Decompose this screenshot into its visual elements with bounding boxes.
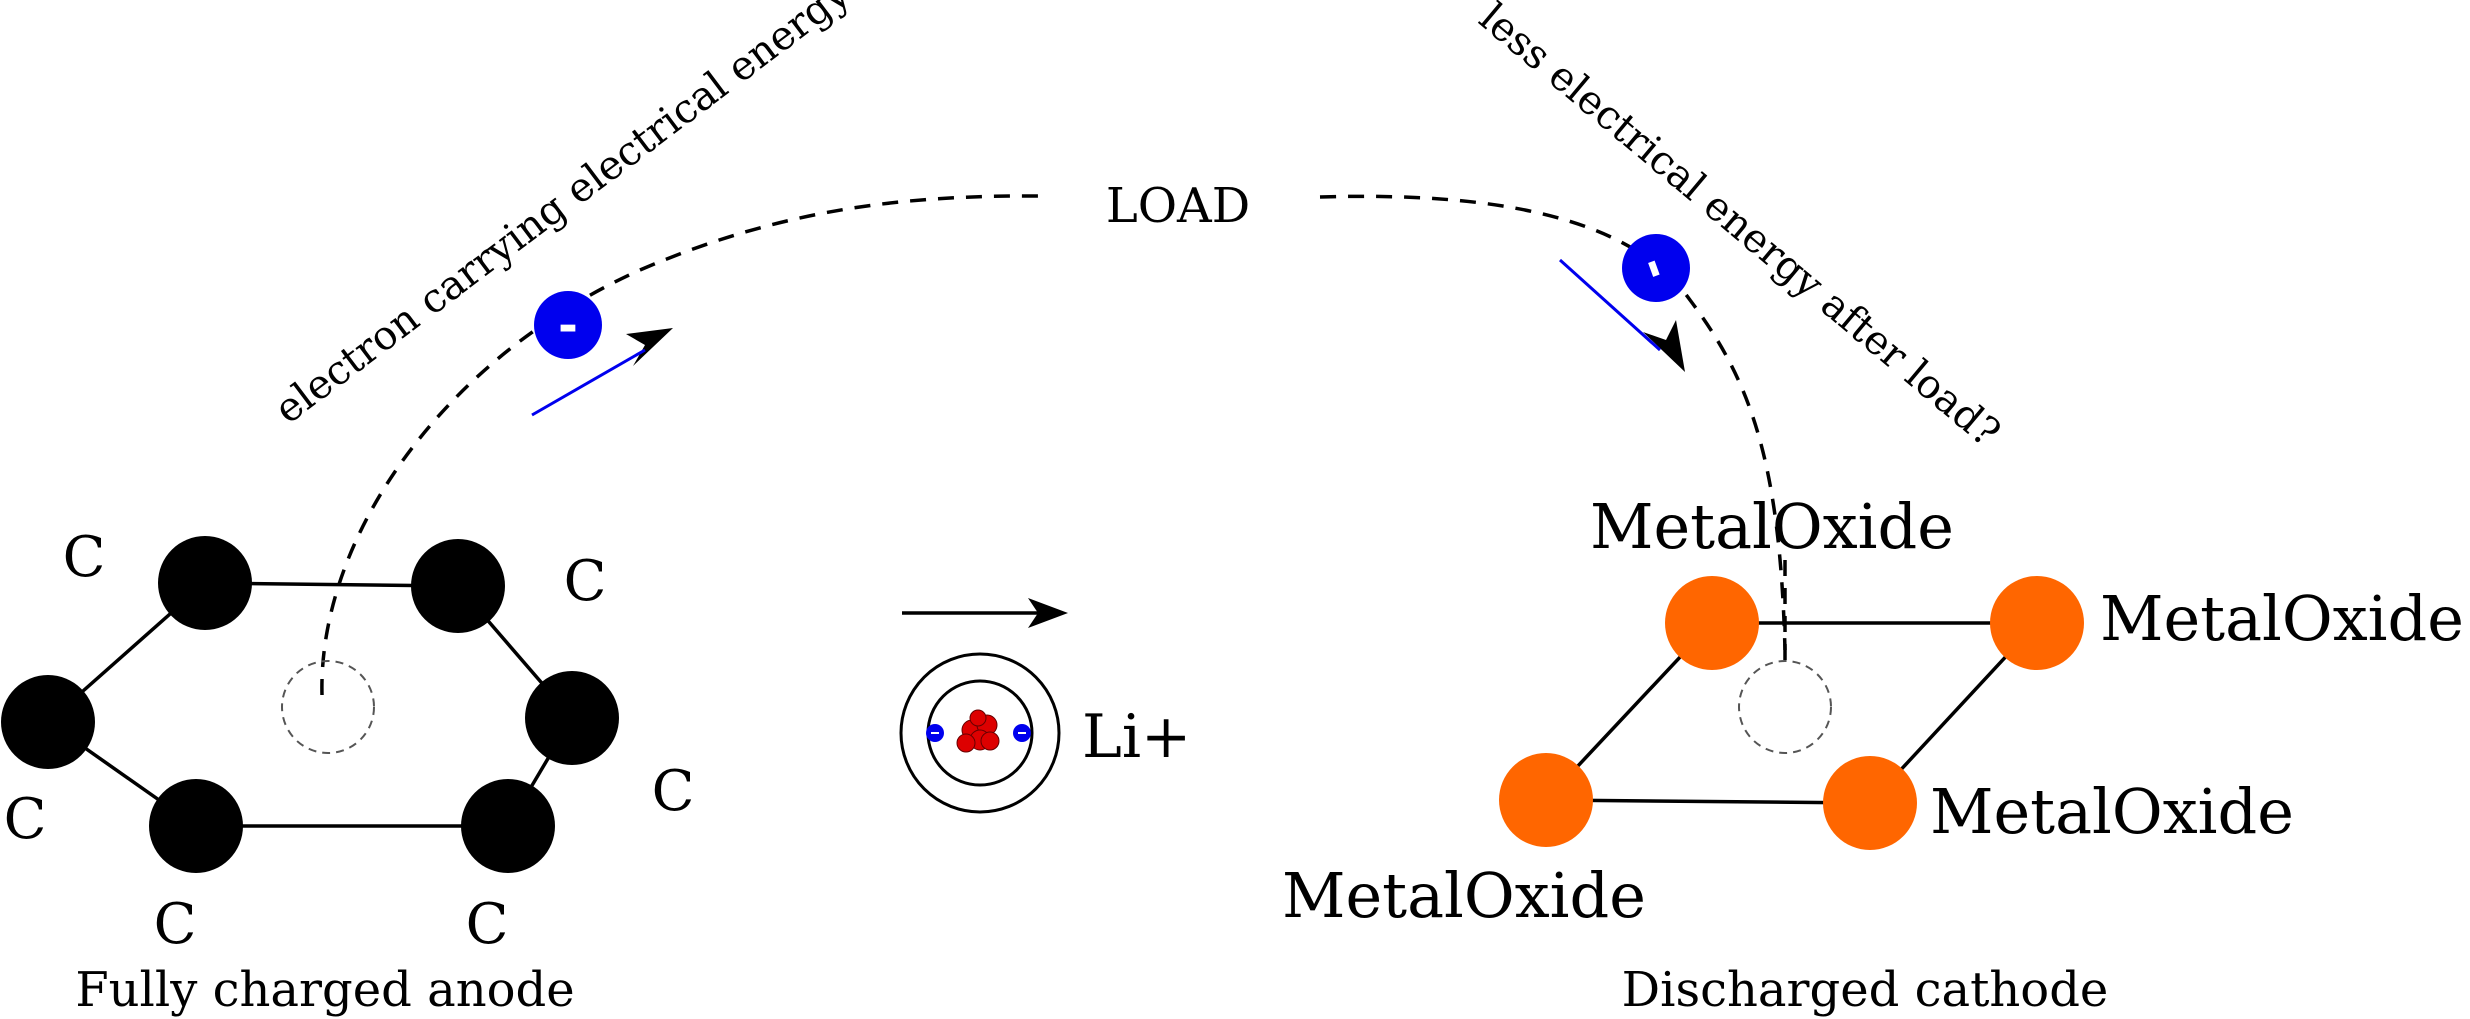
wire-from-anode [320,194,1041,696]
cathode: MetalOxide MetalOxide MetalOxide MetalOx… [1282,490,2464,1018]
electron-motion-arrow [531,348,646,417]
carbon-atom [411,539,505,633]
cathode-vacancy [1738,660,1832,754]
wire-arrow-out [626,328,673,366]
electron-after-caption: less electrical energy after load? [1471,0,2009,456]
ion-outer-shell [899,652,1061,814]
ion-label: Li+ [1082,702,1191,772]
metal-oxide-label: MetalOxide [1282,859,1646,932]
wire-arrow-in [1643,320,1685,372]
carbon-atom [461,779,555,873]
nucleus-particle [969,709,987,727]
metal-oxide-atom [1499,753,1593,847]
electron-before-caption: electron carrying electrical energy? [266,0,875,433]
carbon-atom [158,536,252,630]
anode-vacancy [281,660,375,754]
metal-oxide-atom [1823,756,1917,850]
lithium-ion: Li+ [899,598,1191,814]
electron-after-load: - less electrical energy after load? [1471,0,2009,456]
carbon-label: C [154,892,197,957]
metal-oxide-label: MetalOxide [2100,582,2464,655]
nucleus-particle [956,733,976,753]
carbon-label: C [63,525,106,590]
carbon-atom [1,675,95,769]
carbon-label: C [4,787,47,852]
nucleus-particle [980,731,1000,751]
electron-motion-arrow [1558,258,1662,352]
carbon-atom [149,779,243,873]
electron-icon [534,291,602,359]
carbon-label: C [564,549,607,614]
carbon-atom [525,671,619,765]
external-circuit: LOAD [320,178,1787,696]
carbon-label: C [466,892,509,957]
carbon-label: C [652,759,695,824]
metal-oxide-atom [1990,576,2084,670]
electron-icon [1622,234,1690,302]
anode-caption: Fully charged anode [75,962,574,1018]
cathode-caption: Discharged cathode [1622,962,2109,1018]
electron-before-load: - electron carrying electrical energy? [266,0,875,433]
electron-charge-sign: - [558,298,578,354]
load-label: LOAD [1106,178,1250,234]
metal-oxide-label: MetalOxide [1590,490,1954,563]
wire-to-cathode [1319,194,1787,651]
ion-direction-arrowhead [1028,598,1068,628]
anode: C C C C C C Fully charged anode [1,525,694,1018]
metal-oxide-atom [1665,576,1759,670]
bond [1545,798,1871,805]
metal-oxide-label: MetalOxide [1930,775,2294,848]
